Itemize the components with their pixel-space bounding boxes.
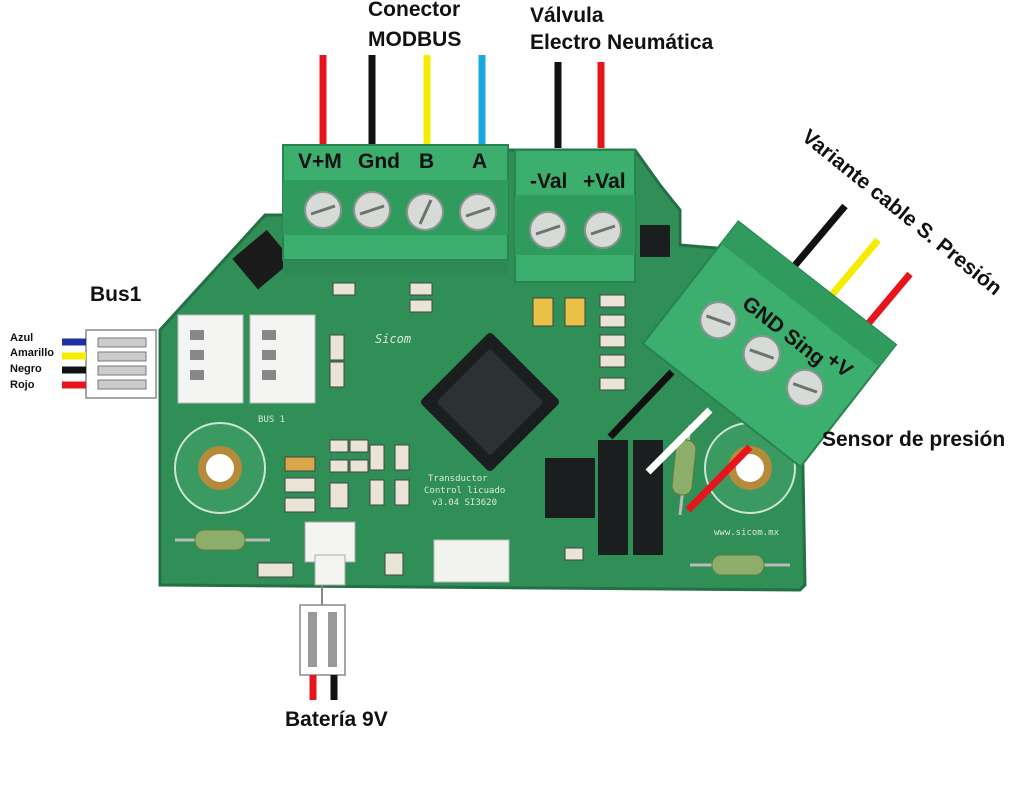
modbus-label-line2: MODBUS (368, 28, 462, 51)
terminal-b: B (419, 150, 435, 173)
wire-sensor-white (645, 407, 713, 475)
chip-u6 (545, 458, 595, 518)
mounting-hole-left (174, 422, 266, 514)
board-website: www.sicom.mx (714, 528, 780, 538)
battery-connector (299, 604, 346, 676)
bus1-legend-negro: Negro (10, 363, 42, 375)
bus1-connector (85, 329, 157, 399)
wire-sensor-red (685, 444, 753, 513)
valve-terminal-block (514, 149, 636, 283)
board-bus-label: BUS 1 (258, 415, 286, 425)
modbus-terminal-block (282, 144, 509, 275)
board-brand: Sicom (375, 332, 412, 346)
jst-connector-j3a (249, 314, 316, 404)
terminal-gnd: Gnd (358, 150, 400, 173)
capacitor-c16 (564, 297, 586, 327)
bus1-legend-rojo: Rojo (10, 379, 35, 391)
terminal-a: A (472, 150, 488, 173)
valve-label-line2: Electro Neumática (530, 31, 714, 54)
bus1-label: Bus1 (90, 283, 142, 306)
board-version: v3.04 SI3620 (432, 498, 498, 508)
fuse-f5 (690, 554, 790, 576)
fuse-f3 (671, 424, 697, 516)
board-title-line1: Transductor (428, 474, 488, 484)
wire-variant-yellow (822, 237, 881, 306)
jst-connector-j3b (177, 314, 244, 404)
chip-top-right (640, 225, 670, 257)
chip-q2 (598, 440, 628, 555)
microcontroller-chip (420, 332, 560, 472)
wire-variant-black (788, 203, 848, 273)
modbus-label-line1: Conector (368, 0, 461, 21)
terminal-plus-val: +Val (583, 170, 626, 193)
wire-sensor-black (607, 369, 675, 440)
board-title-line2: Control licuado (424, 486, 506, 496)
sensor-terminal-block (641, 220, 898, 469)
terminal-minus-val: -Val (530, 170, 568, 193)
valve-label-line1: Válvula (530, 4, 604, 27)
pressure-sensor-label: Sensor de presión (822, 428, 1006, 451)
capacitor-c18 (532, 297, 554, 327)
pin-header (232, 229, 293, 290)
bus1-legend-amarillo: Amarillo (10, 347, 55, 359)
fuse-f1 (175, 529, 270, 551)
capacitor-c3 (284, 456, 316, 472)
power-connector-j1 (304, 521, 356, 586)
battery-label: Batería 9V (285, 708, 388, 731)
terminal-v-plus-m: V+M (298, 150, 342, 173)
bus1-legend-azul: Azul (10, 332, 34, 344)
connector-j3 (433, 539, 510, 583)
